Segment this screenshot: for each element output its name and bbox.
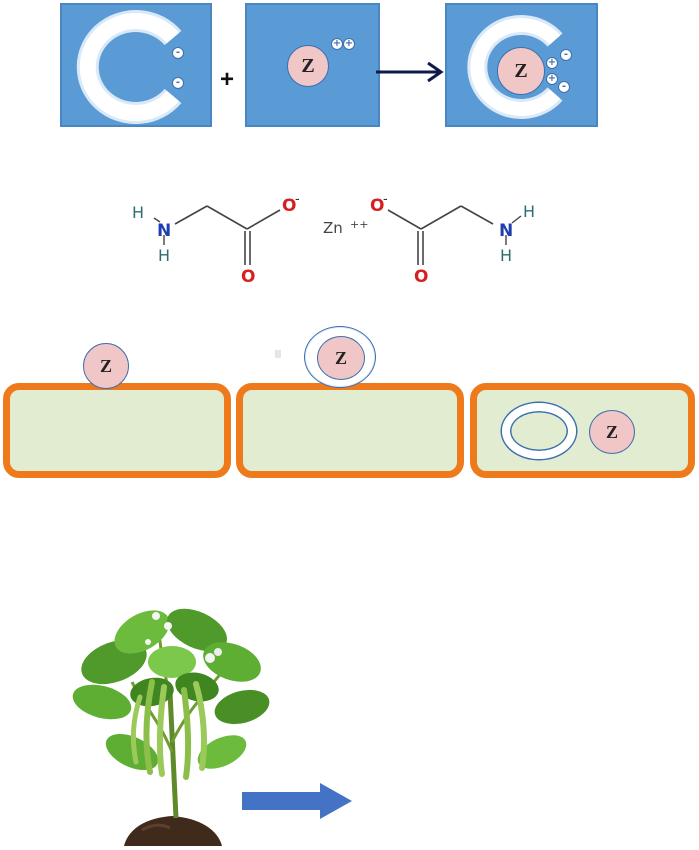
blue-arrow-icon — [242, 783, 352, 819]
released-chelate-ring — [502, 403, 576, 459]
complex-ring-icon — [467, 15, 563, 119]
complex-charge-metal-top: + — [546, 57, 558, 69]
complex-panel: Z - + + - — [445, 3, 598, 127]
ligand-charge-top: - — [172, 47, 184, 59]
bean-plant-icon — [72, 608, 270, 846]
plant-cell-1 — [3, 383, 231, 478]
free-zinc-ion: Z — [83, 343, 129, 389]
chelated-zinc-on-cell: Z — [317, 336, 365, 380]
complex-charge-ligand-top: - — [560, 49, 572, 61]
zinc-symbol: Zn — [323, 219, 343, 237]
ligand-panel: - - — [60, 3, 212, 127]
right-hydrogen-bottom: H — [500, 246, 512, 265]
plant-cell-2 — [236, 383, 464, 478]
metal-charge-2: + — [343, 38, 355, 50]
complex-charge-metal-bottom: + — [546, 73, 558, 85]
left-nitrogen: N — [157, 221, 171, 241]
metal-charge-1: + — [331, 38, 343, 50]
zinc-glycinate-structure: H N H O - O Zn ++ O - O N H H — [132, 192, 535, 287]
left-oxygen-bottom: O — [241, 267, 255, 287]
right-hydrogen-top: H — [523, 202, 535, 221]
released-zinc-ion: Z — [589, 410, 635, 454]
ligand-ring-icon — [76, 10, 182, 124]
metal-panel: Z + + — [245, 3, 380, 127]
left-oxygen-top: O — [282, 196, 296, 216]
right-nitrogen: N — [499, 221, 513, 241]
reaction-arrow-icon — [376, 61, 444, 83]
zinc-charge: ++ — [350, 218, 368, 231]
left-oxygen-charge: - — [295, 192, 300, 207]
plus-sign: + — [220, 66, 235, 93]
zinc-ion: Z — [287, 45, 329, 87]
left-hydrogen-top: H — [132, 203, 144, 222]
right-oxygen-charge: - — [383, 192, 388, 207]
right-oxygen-top: O — [370, 196, 384, 216]
ligand-charge-bottom: - — [172, 77, 184, 89]
left-hydrogen-bottom: H — [158, 246, 170, 265]
chelated-zinc-ion: Z — [497, 47, 545, 95]
right-oxygen-bottom: O — [414, 267, 428, 287]
complex-charge-ligand-bottom: - — [558, 81, 570, 93]
small-mark — [275, 350, 281, 358]
